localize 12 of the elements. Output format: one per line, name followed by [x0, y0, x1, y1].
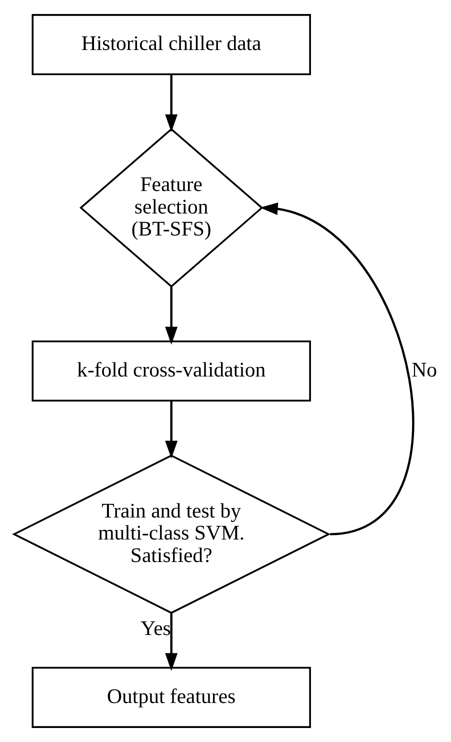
- arrow: [260, 202, 414, 536]
- arrow: [165, 612, 178, 671]
- arrow: [165, 74, 178, 132]
- edge-label: Yes: [140, 616, 171, 640]
- node-diamond: Feature selection (BT-SFS): [80, 128, 264, 288]
- arrow: [165, 286, 178, 345]
- edge-label: No: [412, 358, 437, 382]
- node-box: Historical chiller data: [32, 14, 311, 76]
- arrow: [165, 400, 178, 459]
- node-diamond: Train and test by multi-class SVM. Satisfied?: [12, 454, 331, 614]
- node-box: k-fold cross-validation: [32, 340, 311, 402]
- node-box: Output features: [32, 666, 311, 728]
